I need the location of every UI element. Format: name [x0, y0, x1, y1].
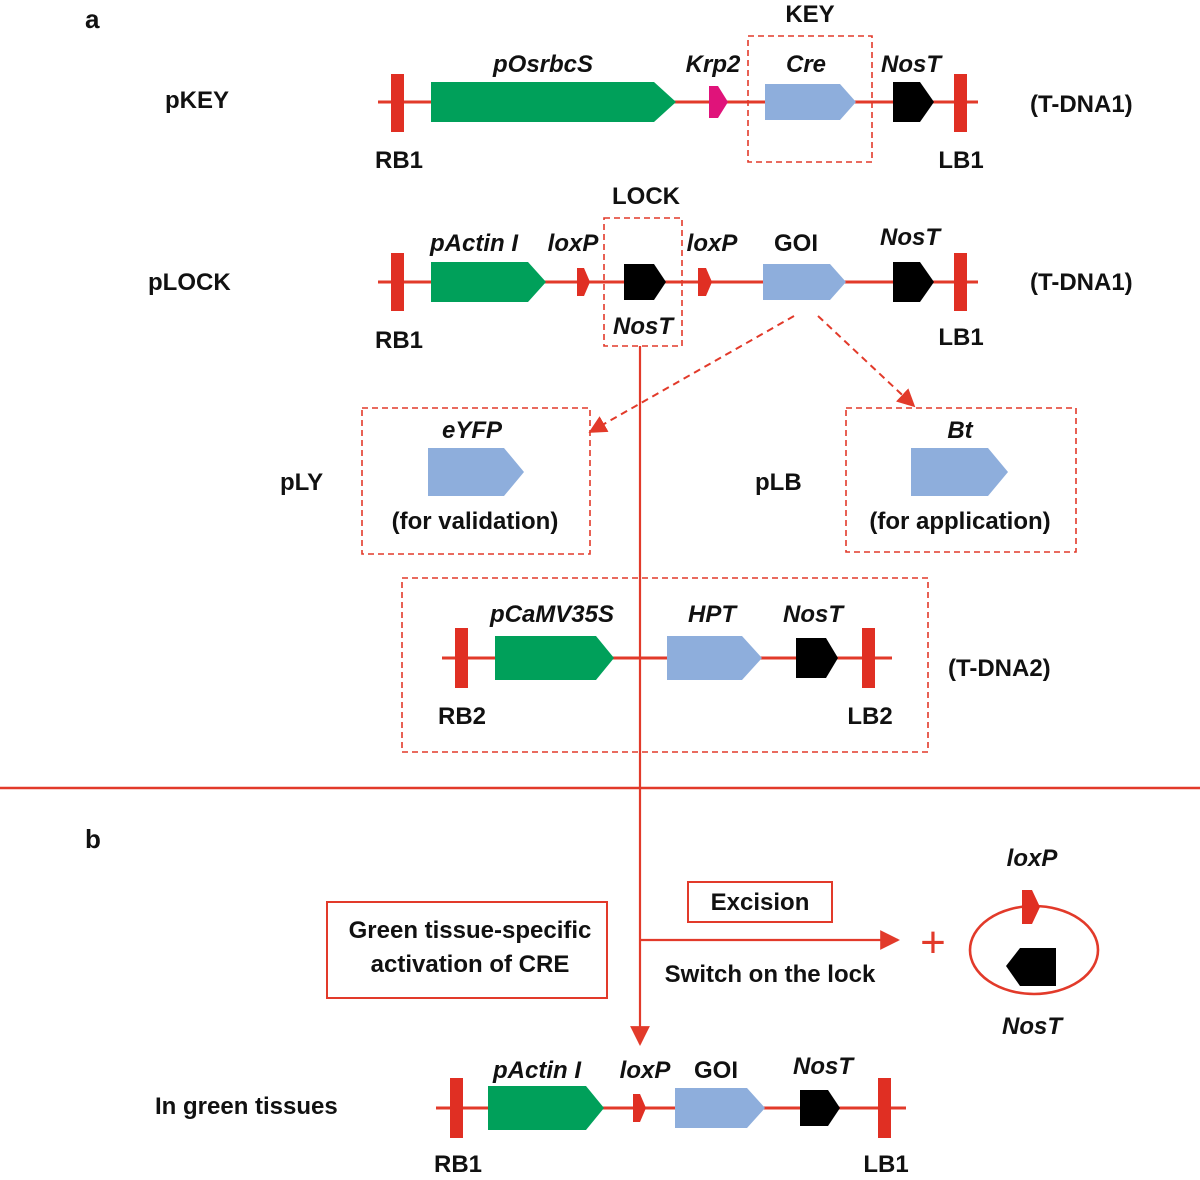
key-box	[747, 35, 873, 163]
tdna2-terminator-label: NosT	[783, 601, 845, 628]
ply-construct: pLY eYFP (for validation)	[280, 407, 591, 555]
plock-terminator-label: NosT	[880, 224, 942, 251]
panel-b-label: b	[85, 824, 101, 854]
pkey-rb-label: RB1	[375, 147, 423, 174]
circle-terminator-arrow	[1006, 948, 1056, 986]
lock-label: LOCK	[612, 183, 681, 210]
pkey-cre-arrow	[765, 84, 856, 120]
plock-goi-arrow	[763, 264, 846, 300]
pkey-promoter-label: pOsrbcS	[492, 51, 593, 78]
green-terminator-label: NosT	[793, 1053, 855, 1080]
plock-loxp1-label: loxP	[548, 230, 600, 257]
activation-line2: activation of CRE	[371, 951, 570, 978]
green-promoter-arrow	[488, 1086, 604, 1130]
pkey-terminator-arrow	[893, 82, 934, 122]
green-tissue-construct: In green tissues pActin I loxP GOI NosT …	[155, 1053, 909, 1178]
green-rb-border	[450, 1078, 463, 1138]
tdna2-lb-border	[862, 628, 875, 688]
plock-lb-border	[954, 253, 967, 311]
excision-label: Excision	[711, 889, 810, 916]
plock-promoter-arrow	[431, 262, 546, 302]
tdna2-promoter-label: pCaMV35S	[489, 601, 614, 628]
plock-tdna-label: (T-DNA1)	[1030, 269, 1133, 296]
plock-rb-border	[391, 253, 404, 311]
plock-lock-terminator-arrow	[624, 264, 666, 300]
tdna2-promoter-arrow	[495, 636, 614, 680]
plock-goi-label: GOI	[774, 230, 818, 257]
plb-box	[845, 407, 1077, 553]
pkey-krp2-arrow	[709, 86, 728, 118]
circle-loxp-label: loxP	[1007, 845, 1059, 872]
key-label: KEY	[785, 1, 834, 28]
lock-box	[603, 217, 683, 347]
circle-loxp-arrow	[1022, 890, 1040, 924]
switch-on-label: Switch on the lock	[665, 961, 876, 988]
pkey-construct: pKEY KEY pOsrbcS Krp2 Cre NosT RB1 LB1 (…	[165, 1, 1133, 174]
pkey-krp2-label: Krp2	[686, 51, 741, 78]
plock-loxp1-arrow	[577, 268, 590, 296]
pkey-lb-border	[954, 74, 967, 132]
green-goi-label: GOI	[694, 1057, 738, 1084]
tdna2-construct: pCaMV35S HPT NosT RB2 LB2 (T-DNA2)	[401, 577, 1051, 753]
panel-a-label: a	[85, 4, 100, 34]
plb-gene-label: Bt	[947, 417, 973, 444]
pkey-tdna-label: (T-DNA1)	[1030, 91, 1133, 118]
tdna2-rb-label: RB2	[438, 703, 486, 730]
green-rb-label: RB1	[434, 1151, 482, 1178]
activation-box-frame	[326, 901, 608, 999]
ply-eyfp-arrow	[428, 448, 524, 496]
green-lb-label: LB1	[863, 1151, 908, 1178]
pkey-name: pKEY	[165, 87, 229, 114]
plock-terminator-arrow	[893, 262, 934, 302]
green-goi-arrow	[675, 1088, 765, 1128]
plock-lb-label: LB1	[938, 324, 983, 351]
plb-construct: pLB Bt (for application)	[755, 407, 1077, 553]
green-name: In green tissues	[155, 1093, 338, 1120]
tdna2-lb-label: LB2	[847, 703, 892, 730]
plock-name: pLOCK	[148, 269, 231, 296]
plb-bt-arrow	[911, 448, 1008, 496]
pkey-cre-label: Cre	[786, 51, 826, 78]
tdna2-rb-border	[455, 628, 468, 688]
green-promoter-label: pActin I	[492, 1057, 582, 1084]
tdna2-tdna-label: (T-DNA2)	[948, 655, 1051, 682]
ply-box	[361, 407, 591, 555]
pkey-rb-border	[391, 74, 404, 132]
ply-name: pLY	[280, 469, 323, 496]
plus-sign: +	[920, 918, 946, 967]
plock-lock-terminator-label: NosT	[613, 313, 675, 340]
tdna2-gene-label: HPT	[688, 601, 738, 628]
cre-activation-box: Green tissue-specific activation of CRE	[326, 901, 608, 999]
plock-rb-label: RB1	[375, 327, 423, 354]
green-loxp-arrow	[633, 1094, 646, 1122]
tdna2-terminator-arrow	[796, 638, 838, 678]
excision-box	[687, 881, 833, 923]
tdna2-hpt-arrow	[667, 636, 762, 680]
pkey-promoter-arrow	[431, 82, 676, 122]
activation-line1: Green tissue-specific	[349, 917, 592, 944]
plock-construct: pLOCK LOCK pActin I loxP loxP GOI NosT N…	[148, 183, 1133, 354]
tdna2-box	[401, 577, 929, 753]
ply-gene-label: eYFP	[442, 417, 503, 444]
green-terminator-arrow	[800, 1090, 840, 1126]
plock-loxp2-label: loxP	[687, 230, 739, 257]
plock-loxp2-arrow	[698, 268, 712, 296]
ply-note: (for validation)	[392, 508, 559, 535]
excised-circle: loxP NosT	[968, 845, 1100, 1040]
plb-name: pLB	[755, 469, 802, 496]
green-lb-border	[878, 1078, 891, 1138]
green-loxp-label: loxP	[620, 1057, 672, 1084]
goi-to-ply-arrow	[588, 315, 795, 433]
goi-to-plb-arrow	[817, 315, 916, 408]
circle-terminator-label: NosT	[1002, 1013, 1064, 1040]
pkey-terminator-label: NosT	[881, 51, 943, 78]
pkey-lb-label: LB1	[938, 147, 983, 174]
plock-promoter-label: pActin I	[429, 230, 519, 257]
plb-note: (for application)	[869, 508, 1050, 535]
